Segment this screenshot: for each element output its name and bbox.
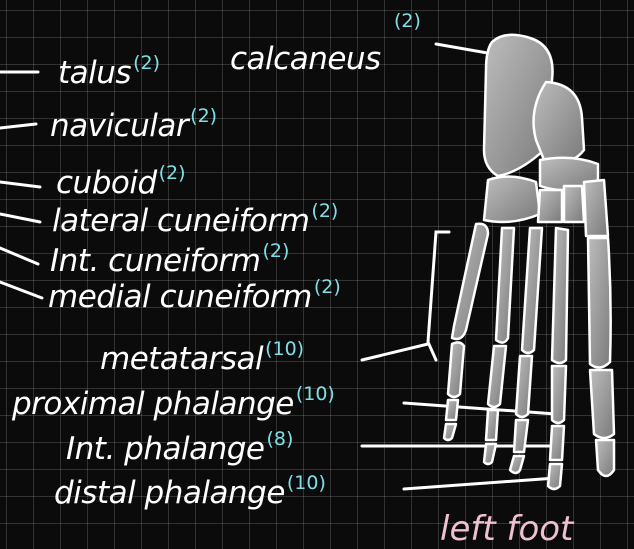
label-cuboid-text: cuboid — [56, 165, 157, 201]
bone-metatarsal-2 — [552, 228, 568, 363]
label-int-phalange-text: Int. phalange — [66, 431, 264, 467]
bone-distal-phalange-2 — [548, 464, 562, 489]
bone-proximal-phalange-5 — [448, 342, 464, 397]
label-int-cuneiform: Int. cuneiform(2) — [50, 246, 289, 277]
leader-line-cuboid — [0, 182, 40, 187]
bone-int-phalange-2 — [550, 426, 564, 460]
bone-proximal-phalange-4 — [488, 346, 506, 407]
leader-line-navicular — [0, 124, 36, 128]
label-cuboid-count: (2) — [159, 162, 186, 184]
bone-proximal-phalange-3 — [516, 356, 532, 417]
bone-int-phalange-4 — [486, 410, 498, 440]
label-lateral-cuneiform: lateral cuneiform(2) — [52, 206, 338, 237]
bone-talus — [534, 82, 584, 162]
label-metatarsal-text: metatarsal — [100, 341, 263, 377]
label-calcaneus-count: (2) — [394, 10, 421, 32]
label-int-phalange: Int. phalange(8) — [66, 434, 293, 465]
label-proximal-phalange-count: (10) — [296, 383, 335, 405]
bone-int-phalange-5 — [446, 400, 458, 420]
leader-line-distal-phalange — [404, 478, 556, 489]
leader-line-metatarsal — [362, 344, 428, 360]
label-talus-count: (2) — [133, 52, 160, 74]
label-proximal-phalange-text: proximal phalange — [12, 386, 294, 422]
bones — [444, 35, 614, 489]
leader-bracket-metatarsal — [428, 232, 449, 360]
label-distal-phalange-text: distal phalange — [54, 475, 285, 511]
diagram-canvas: talus(2) navicular(2) cuboid(2) lateral … — [0, 0, 634, 537]
label-lateral-cuneiform-text: lateral cuneiform — [52, 203, 309, 239]
label-talus-text: talus — [58, 55, 131, 91]
leader-line-proximal-phalange — [404, 403, 556, 414]
label-cuboid: cuboid(2) — [56, 168, 186, 199]
bone-metatarsal-5 — [452, 224, 488, 339]
label-lateral-cuneiform-count: (2) — [311, 200, 338, 222]
label-talus: talus(2) — [58, 58, 160, 89]
label-int-cuneiform-count: (2) — [263, 240, 290, 262]
label-medial-cuneiform-text: medial cuneiform — [48, 279, 312, 315]
label-medial-cuneiform-count: (2) — [314, 276, 341, 298]
bone-cuboid — [484, 176, 540, 222]
label-calcaneus: calcaneus — [230, 44, 381, 75]
leader-line-int-cuneiform — [0, 248, 38, 264]
bone-distal-phalange-5 — [444, 424, 456, 440]
bone-metatarsal-4 — [496, 228, 514, 343]
bone-lateral-cuneiform — [538, 190, 562, 222]
label-navicular-text: navicular — [50, 108, 188, 144]
bone-distal-phalange-4 — [484, 444, 496, 464]
footer-caption: left foot — [440, 512, 573, 546]
label-int-cuneiform-text: Int. cuneiform — [50, 243, 261, 279]
bone-distal-phalange-3 — [510, 456, 524, 473]
bone-proximal-phalange-1 — [590, 370, 614, 438]
label-distal-phalange-count: (10) — [287, 472, 326, 494]
bone-metatarsal-1 — [588, 238, 611, 368]
leader-line-medial-cuneiform — [0, 282, 42, 298]
label-navicular-count: (2) — [190, 105, 217, 127]
label-metatarsal-count: (10) — [265, 338, 304, 360]
label-distal-phalange: distal phalange(10) — [54, 478, 326, 509]
label-medial-cuneiform: medial cuneiform(2) — [48, 282, 341, 313]
label-metatarsal: metatarsal(10) — [100, 344, 304, 375]
bone-distal-phalange-1 — [596, 440, 614, 476]
bone-medial-cuneiform — [584, 180, 608, 236]
label-int-phalange-count: (8) — [266, 428, 293, 450]
label-navicular: navicular(2) — [50, 111, 217, 142]
bone-int-cuneiform — [564, 186, 584, 222]
bone-metatarsal-3 — [522, 228, 542, 353]
leader-line-lateral-cuneiform — [0, 214, 40, 222]
label-proximal-phalange: proximal phalange(10) — [12, 389, 335, 420]
label-calcaneus-text: calcaneus — [230, 41, 381, 77]
bone-proximal-phalange-2 — [552, 366, 566, 423]
